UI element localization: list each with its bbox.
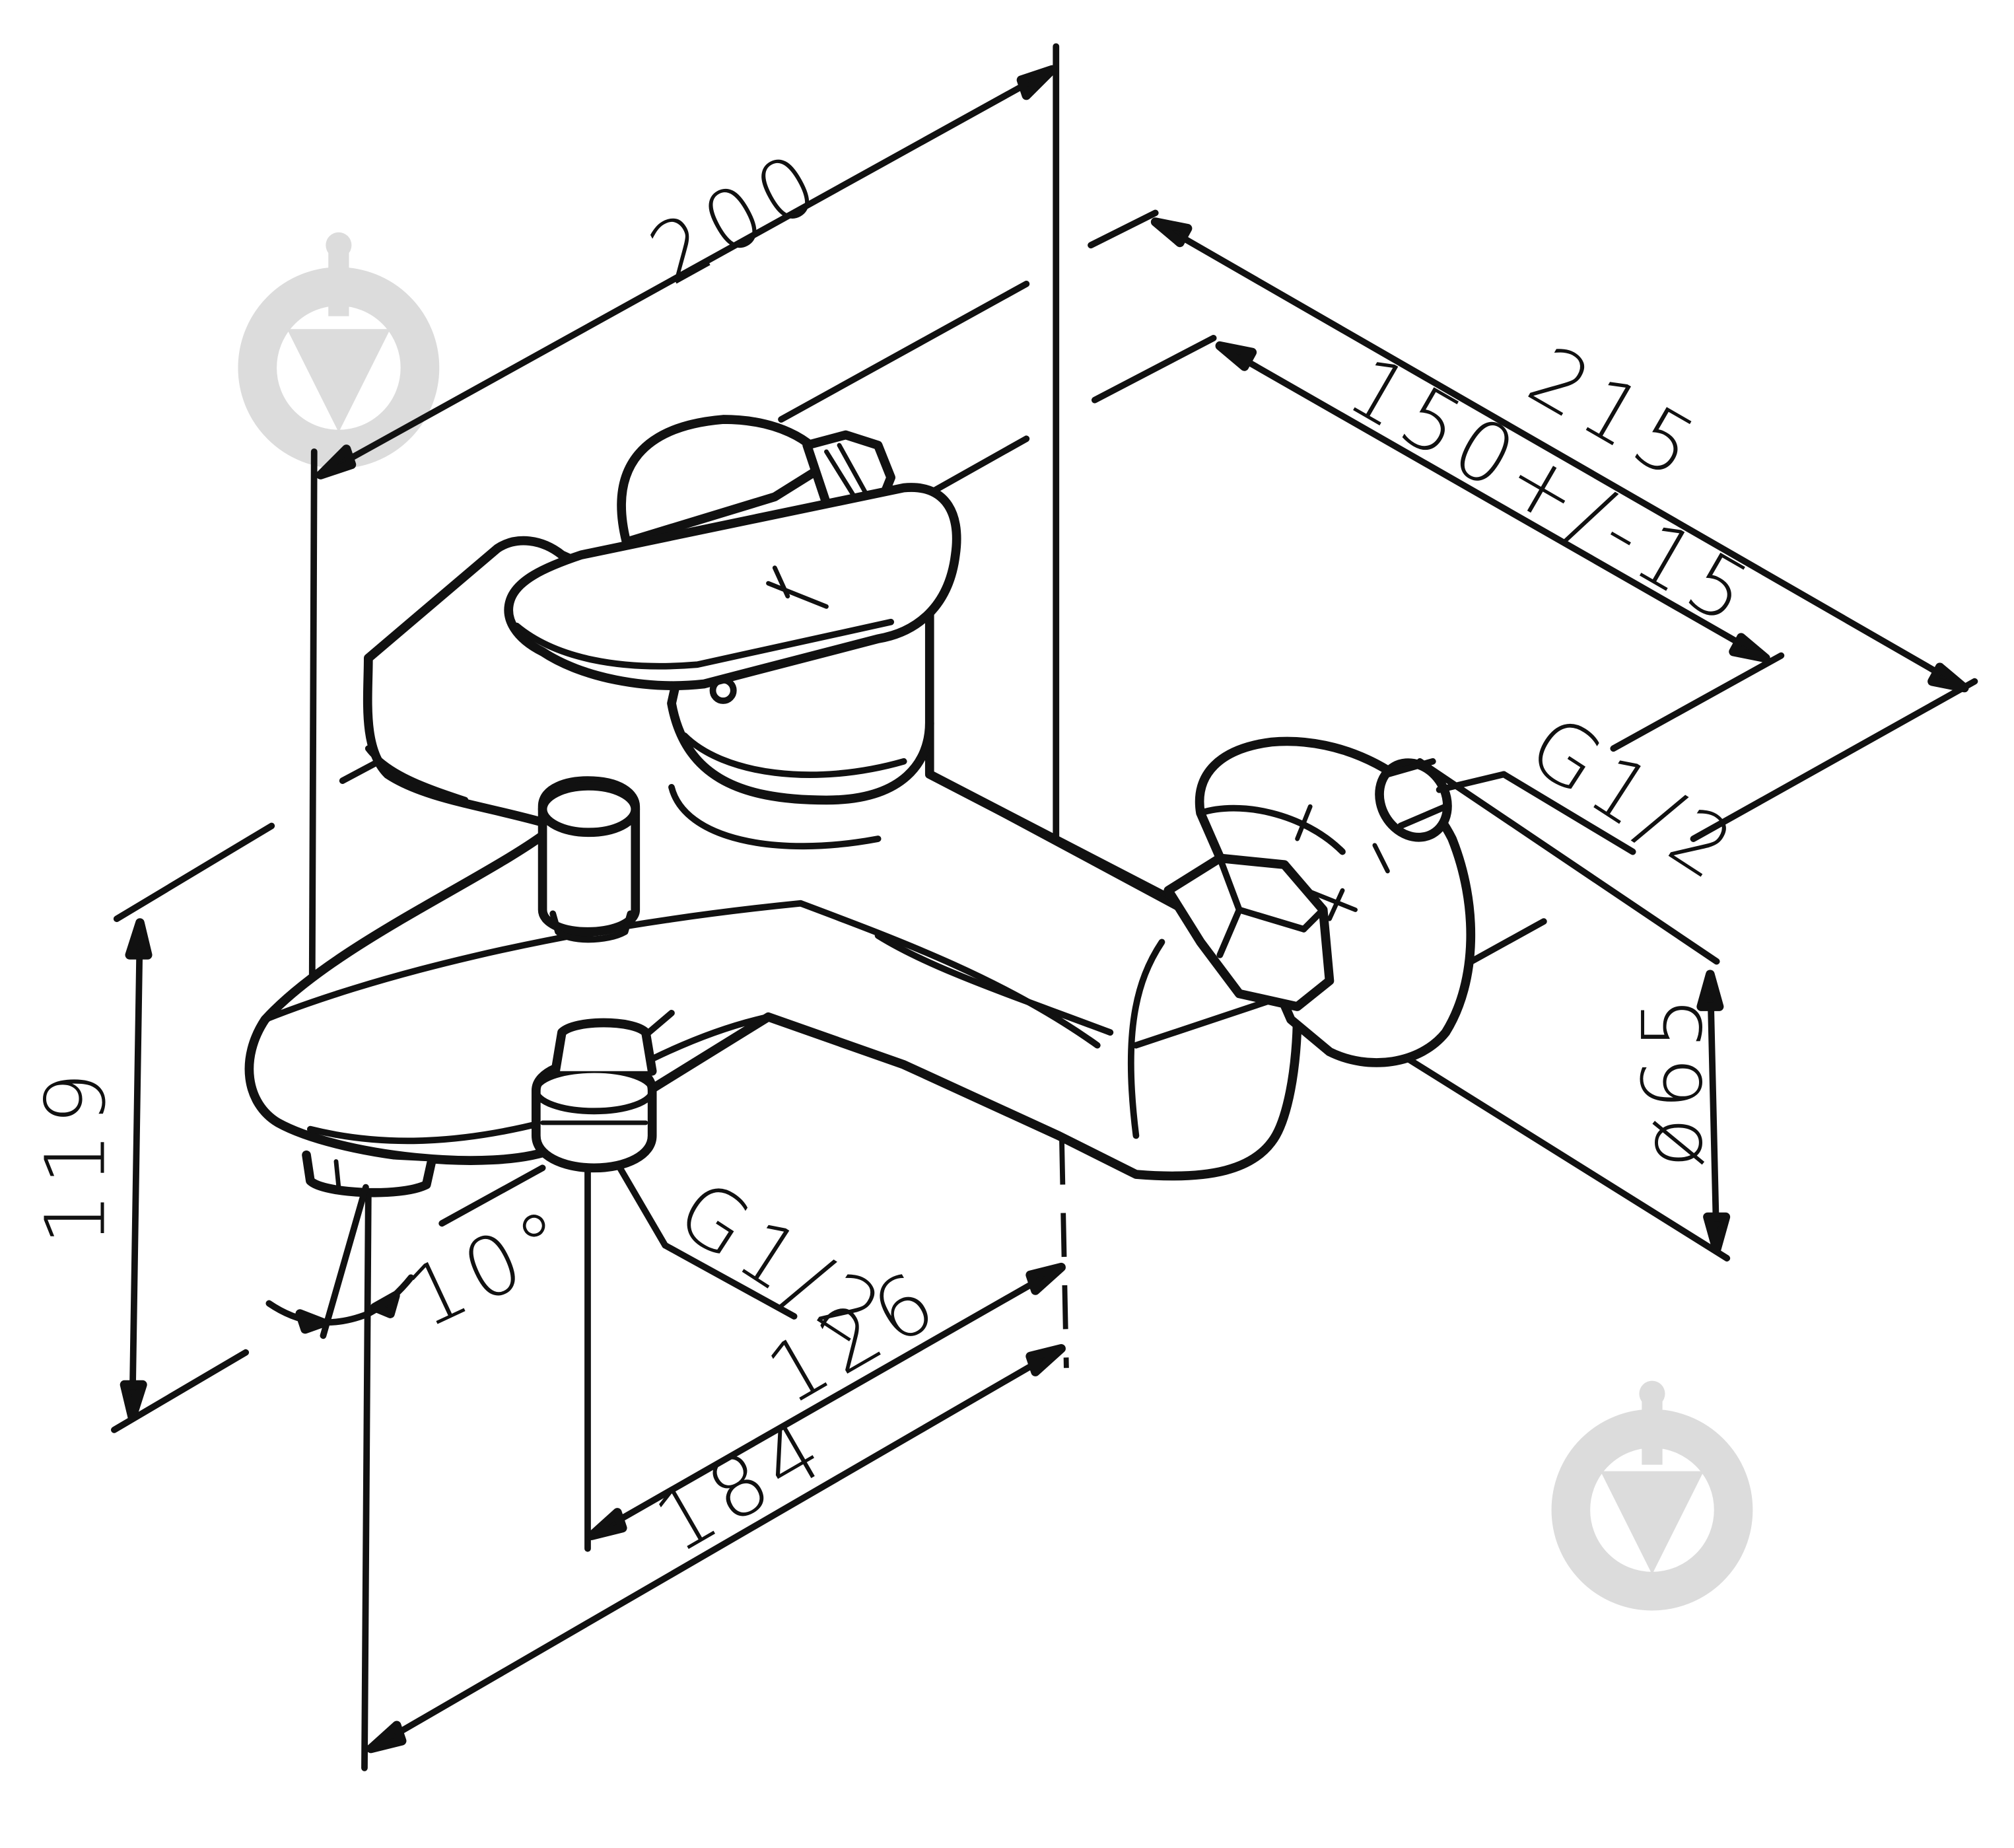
dimension-10-label: 10° [394, 1189, 588, 1347]
g12-right-label: G1/2 [1512, 697, 1755, 902]
lower-outlet-connector [531, 1018, 657, 1173]
watermark-bottom-right [1551, 1380, 1753, 1611]
dimension-outlet-to-spout: 184 [366, 1343, 1066, 1754]
dimension-angle: 10° [265, 1184, 588, 1347]
spout-outlet [302, 1150, 436, 1197]
dimension-height: 119 [28, 918, 153, 1422]
lever-handle [504, 483, 961, 704]
dimension-119-label: 119 [28, 1065, 123, 1246]
dimension-200-label: 200 [635, 132, 839, 304]
dimension-184-label: 184 [640, 1399, 845, 1573]
dimension-65-label: ø65 [1625, 989, 1721, 1168]
watermark-top-left [238, 232, 440, 469]
label-inlet-thread: G1/2 [1436, 697, 1756, 902]
dimension-overall-length: 200 [316, 65, 1057, 480]
logo-mark-icon [238, 232, 440, 469]
extension-lines [111, 280, 1547, 1433]
diverter-knob [538, 776, 641, 943]
hex-nut [1163, 853, 1335, 1011]
logo-mark-icon [1551, 1380, 1753, 1611]
dimension-flange-diameter: ø65 [1403, 758, 1731, 1262]
